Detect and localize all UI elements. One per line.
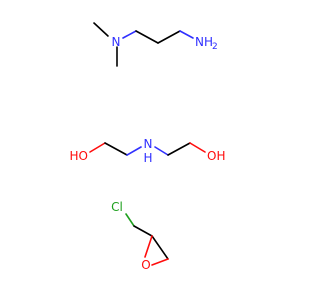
bond-ring-c1-o bbox=[144, 235, 153, 258]
bond-ho-c1 bbox=[89, 142, 106, 153]
bond-c3-nh2 bbox=[179, 30, 194, 39]
molecule-dimethylaminopropylamine: N NH 2 bbox=[93, 22, 218, 67]
bond-cl-ch2 bbox=[125, 213, 135, 227]
atom-hydroxyl-left: HO bbox=[70, 149, 88, 163]
bond-c3-c4-right bbox=[167, 142, 191, 156]
bond-ring-c2-o bbox=[151, 258, 169, 266]
atom-hydroxyl-right: OH bbox=[207, 149, 225, 163]
bond-c4-oh bbox=[189, 142, 206, 153]
molecule-diethanolamine: HO N H OH bbox=[70, 137, 226, 165]
bond-methyl-top bbox=[93, 22, 109, 37]
bond-n-c1 bbox=[122, 30, 137, 39]
molecule-epichlorohydrin: Cl O bbox=[111, 200, 169, 272]
atom-amine-n: N bbox=[112, 35, 121, 49]
atom-chlorine: Cl bbox=[111, 200, 123, 214]
atom-ring-oxygen: O bbox=[141, 258, 150, 272]
atom-amino-subscript: 2 bbox=[212, 42, 218, 52]
structure-canvas: N NH 2 HO N H OH Cl O bbox=[0, 0, 300, 300]
bond-ring-c1-c2 bbox=[151, 235, 169, 260]
bond-c1-c2-left bbox=[104, 142, 128, 156]
atom-amine-h: H bbox=[143, 151, 152, 165]
bond-c2-n-left bbox=[126, 146, 142, 156]
atom-amine-n: N bbox=[144, 137, 153, 151]
canvas-background bbox=[0, 0, 300, 300]
bond-c2-c3 bbox=[157, 30, 181, 44]
bond-n-c3-right bbox=[154, 146, 169, 156]
bond-c1-c2 bbox=[135, 30, 159, 44]
bond-ch2-ring-carbon bbox=[133, 225, 153, 237]
atom-amino-group: NH bbox=[195, 35, 213, 49]
